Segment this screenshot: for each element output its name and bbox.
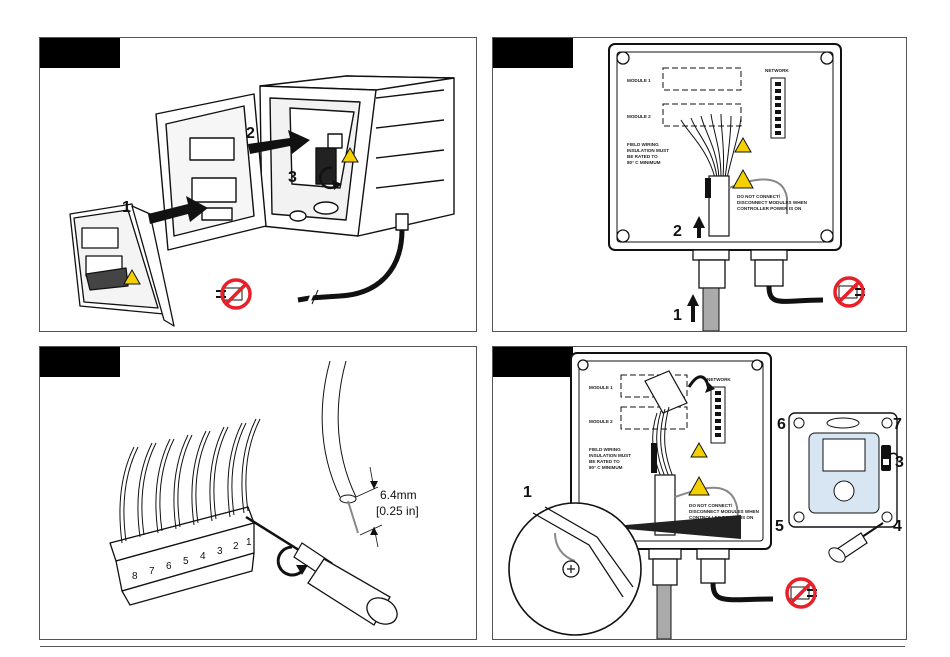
pin-label: 2 [233,541,239,552]
step-label: 4 [893,518,902,535]
field-wiring-line: INSULATION MUST [627,148,669,153]
measure-mm: 6.4mm [380,488,417,502]
panel-2-wire-module: MODULE 1 MODULE 2 NETWORK FIELD WIRING I… [492,37,907,332]
network-label: NETWORK [707,377,731,382]
panel-tab [493,38,573,68]
bottom-rule [40,646,905,647]
warning-line: DO NOT CONNECT/ [689,503,733,508]
panel-1-illustration: 1 2 3 [69,75,455,327]
step-label: 6 [777,416,786,433]
step-label: 1 [122,199,131,216]
panel-4-illustration: MODULE 1 MODULE 2 NETWORK FIELD WIRING I… [508,352,904,639]
module-2-label: MODULE 2 [627,114,651,119]
warning-line: DO NOT CONNECT/ [737,194,781,199]
step-label: 3 [895,454,904,471]
field-wiring-line: BE RATED TO [589,459,620,464]
panel-tab [40,347,120,377]
pin-label: 4 [200,551,206,562]
network-label: NETWORK [765,68,789,73]
panel-4-install-connector: MODULE 1 MODULE 2 NETWORK FIELD WIRING I… [492,346,907,640]
step-label: 7 [893,416,902,433]
panel-3-illustration: 8 7 6 5 4 3 2 1 6. [109,360,419,626]
pin-label: 7 [149,566,155,577]
module-1-label: MODULE 1 [589,385,613,390]
field-wiring-line: INSULATION MUST [589,453,631,458]
field-wiring-line: FIELD WIRING [589,447,621,452]
step-label: 5 [775,518,784,535]
warning-line: DISCONNECT MODULES WHEN [737,200,808,205]
no-power-plug-icon [216,278,252,310]
controller-front [788,412,898,528]
module-1-label: MODULE 1 [627,78,651,83]
pin-label: 6 [166,561,172,572]
pin-label: 1 [246,537,252,548]
step-label: 1 [673,307,682,324]
measure-in: [0.25 in] [376,504,419,518]
field-wiring-line: BE RATED TO [627,154,658,159]
field-wiring-line: 80° C MINIMUM [627,160,661,165]
pin-label: 5 [183,556,189,567]
step-label: 2 [246,125,255,142]
module-2-label: MODULE 2 [589,419,613,424]
pin-label: 3 [217,546,223,557]
no-power-plug-icon [785,577,817,609]
panel-3-strip-wire: 8 7 6 5 4 3 2 1 6. [39,346,477,640]
screwdriver-icon [245,515,398,626]
step-label: 1 [523,484,532,501]
terminal-pins: 8 7 6 5 4 3 2 1 [132,537,252,582]
pin-label: 8 [132,571,138,582]
warning-line: CONTROLLER POWER IS ON [737,206,802,211]
step-label: 3 [288,169,297,186]
panel-1-open-cover: 1 2 3 [39,37,477,332]
panel-2-illustration: MODULE 1 MODULE 2 NETWORK FIELD WIRING I… [608,43,865,331]
step-label: 2 [673,223,682,240]
screwdriver-icon [828,522,884,563]
warning-line: DISCONNECT MODULES WHEN [689,509,760,514]
panel-tab [40,38,120,68]
panel-tab [493,347,573,377]
field-wiring-line: FIELD WIRING [627,142,659,147]
no-power-plug-icon [833,276,865,308]
field-wiring-line: 80° C MINIMUM [589,465,623,470]
